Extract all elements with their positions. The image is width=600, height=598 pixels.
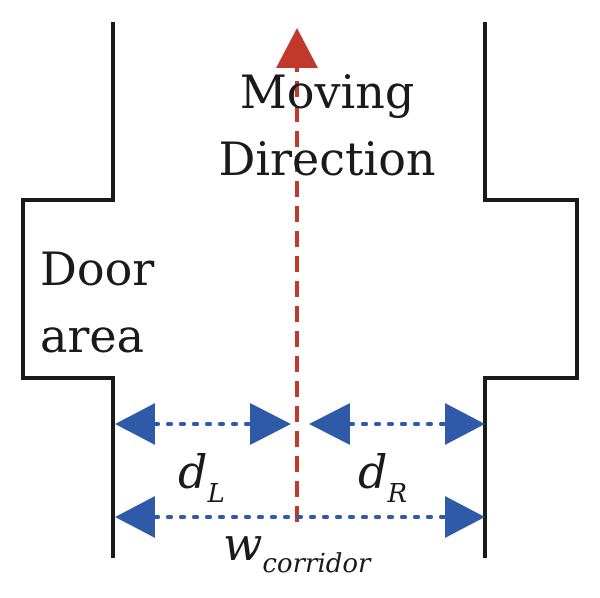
w-label-main: w [223,517,262,571]
dL-label-sub: L [206,479,224,509]
dL-measurement [115,403,291,445]
dR-left-arrowhead [309,403,350,445]
dL-left-arrowhead [115,403,155,445]
w-label-sub: corridor [262,549,372,579]
dR-measurement [309,403,485,445]
walls [21,22,579,558]
w-corridor-label: wcorridor [223,517,372,579]
right-wall [483,22,579,558]
dR-label-sub: R [386,479,407,509]
dR-label: dR [358,445,407,509]
door-area-label-line1: Door [40,242,154,296]
dL-label: dL [178,445,225,509]
dR-right-arrowhead [445,403,485,445]
moving-direction-arrow [276,28,318,522]
moving-direction-label-line1: Moving [240,65,415,119]
dL-label-main: d [178,445,207,499]
w-left-arrowhead [115,496,155,538]
dL-right-arrowhead [250,403,291,445]
moving-direction-label-line2: Direction [218,132,435,186]
direction-arrowhead [276,28,318,68]
corridor-width-measurement [115,496,485,538]
door-area-label-line2: area [40,309,144,363]
dR-label-main: d [358,445,387,499]
w-right-arrowhead [445,496,485,538]
left-wall [21,22,115,558]
